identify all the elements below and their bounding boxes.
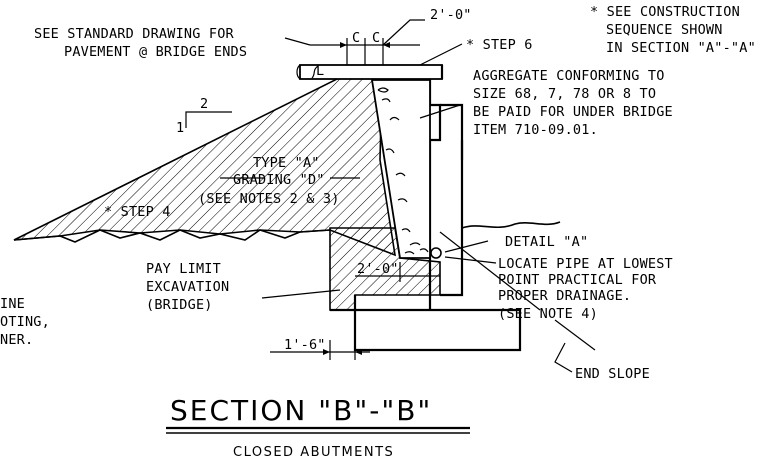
note-construction-line3: IN SECTION "A"-"A" [606, 40, 756, 56]
top-dimension [310, 19, 425, 65]
note-standard-drawing-line1: SEE STANDARD DRAWING FOR [34, 26, 235, 42]
leader-lines [220, 37, 596, 373]
note-pay-limit-line2: EXCAVATION [146, 279, 229, 295]
note-standard-drawing-line2: PAVEMENT @ BRIDGE ENDS [64, 44, 247, 60]
section-title: SECTION "B"-"B" [170, 394, 432, 427]
note-aggregate-line1: AGGREGATE CONFORMING TO [473, 68, 665, 84]
bottom-dimension-label: 1'-6" [284, 337, 326, 353]
note-detail-a: DETAIL "A" [505, 234, 588, 250]
note-pay-limit-line3: (BRIDGE) [146, 297, 213, 313]
centerline-c-2: C [372, 30, 380, 46]
note-grading-d: GRADING "D" [233, 172, 325, 188]
note-step4: * STEP 4 [104, 204, 171, 220]
note-construction-line2: SEQUENCE SHOWN [606, 22, 723, 38]
mid-dimension [355, 262, 440, 282]
aggregate-wedge [370, 79, 431, 259]
note-locate-pipe-line1: LOCATE PIPE AT LOWEST [498, 256, 673, 272]
top-dimension-label: 2'-0" [430, 7, 472, 23]
note-pay-limit-line1: PAY LIMIT [146, 261, 221, 277]
slope-indicator [185, 111, 232, 128]
centerline-l: L [316, 63, 324, 79]
note-locate-pipe-line2: POINT PRACTICAL FOR [498, 272, 657, 288]
note-left-cut-line3: NER. [0, 332, 33, 348]
note-step6: * STEP 6 [466, 37, 533, 53]
note-aggregate-line2: SIZE 68, 7, 78 OR 8 TO [473, 86, 656, 102]
note-locate-pipe-line4: (SEE NOTE 4) [498, 306, 598, 322]
bottom-dimension [270, 340, 370, 360]
note-locate-pipe-line3: PROPER DRAINAGE. [498, 288, 631, 304]
aggregate-stones [377, 87, 429, 255]
note-aggregate-line4: ITEM 710-09.01. [473, 122, 598, 138]
slope-run: 2 [200, 96, 208, 112]
note-type-a: TYPE "A" [253, 155, 320, 171]
centerline-c: C [352, 30, 360, 46]
abutment [296, 64, 522, 352]
note-end-slope: END SLOPE [575, 366, 650, 382]
mid-dimension-label: 2'-0" [357, 261, 399, 277]
ground-line-right [461, 221, 561, 229]
note-see-notes: (SEE NOTES 2 & 3) [198, 191, 340, 207]
note-aggregate-line3: BE PAID FOR UNDER BRIDGE [473, 104, 673, 120]
section-subtitle: CLOSED ABUTMENTS [233, 445, 394, 460]
slope-rise: 1 [176, 120, 184, 136]
note-left-cut-line2: OTING, [0, 314, 50, 330]
drain-pipe-icon [430, 247, 442, 259]
note-left-cut-line1: INE [0, 296, 25, 312]
note-construction-line1: * SEE CONSTRUCTION [590, 4, 740, 20]
ground-line-left [13, 229, 331, 243]
